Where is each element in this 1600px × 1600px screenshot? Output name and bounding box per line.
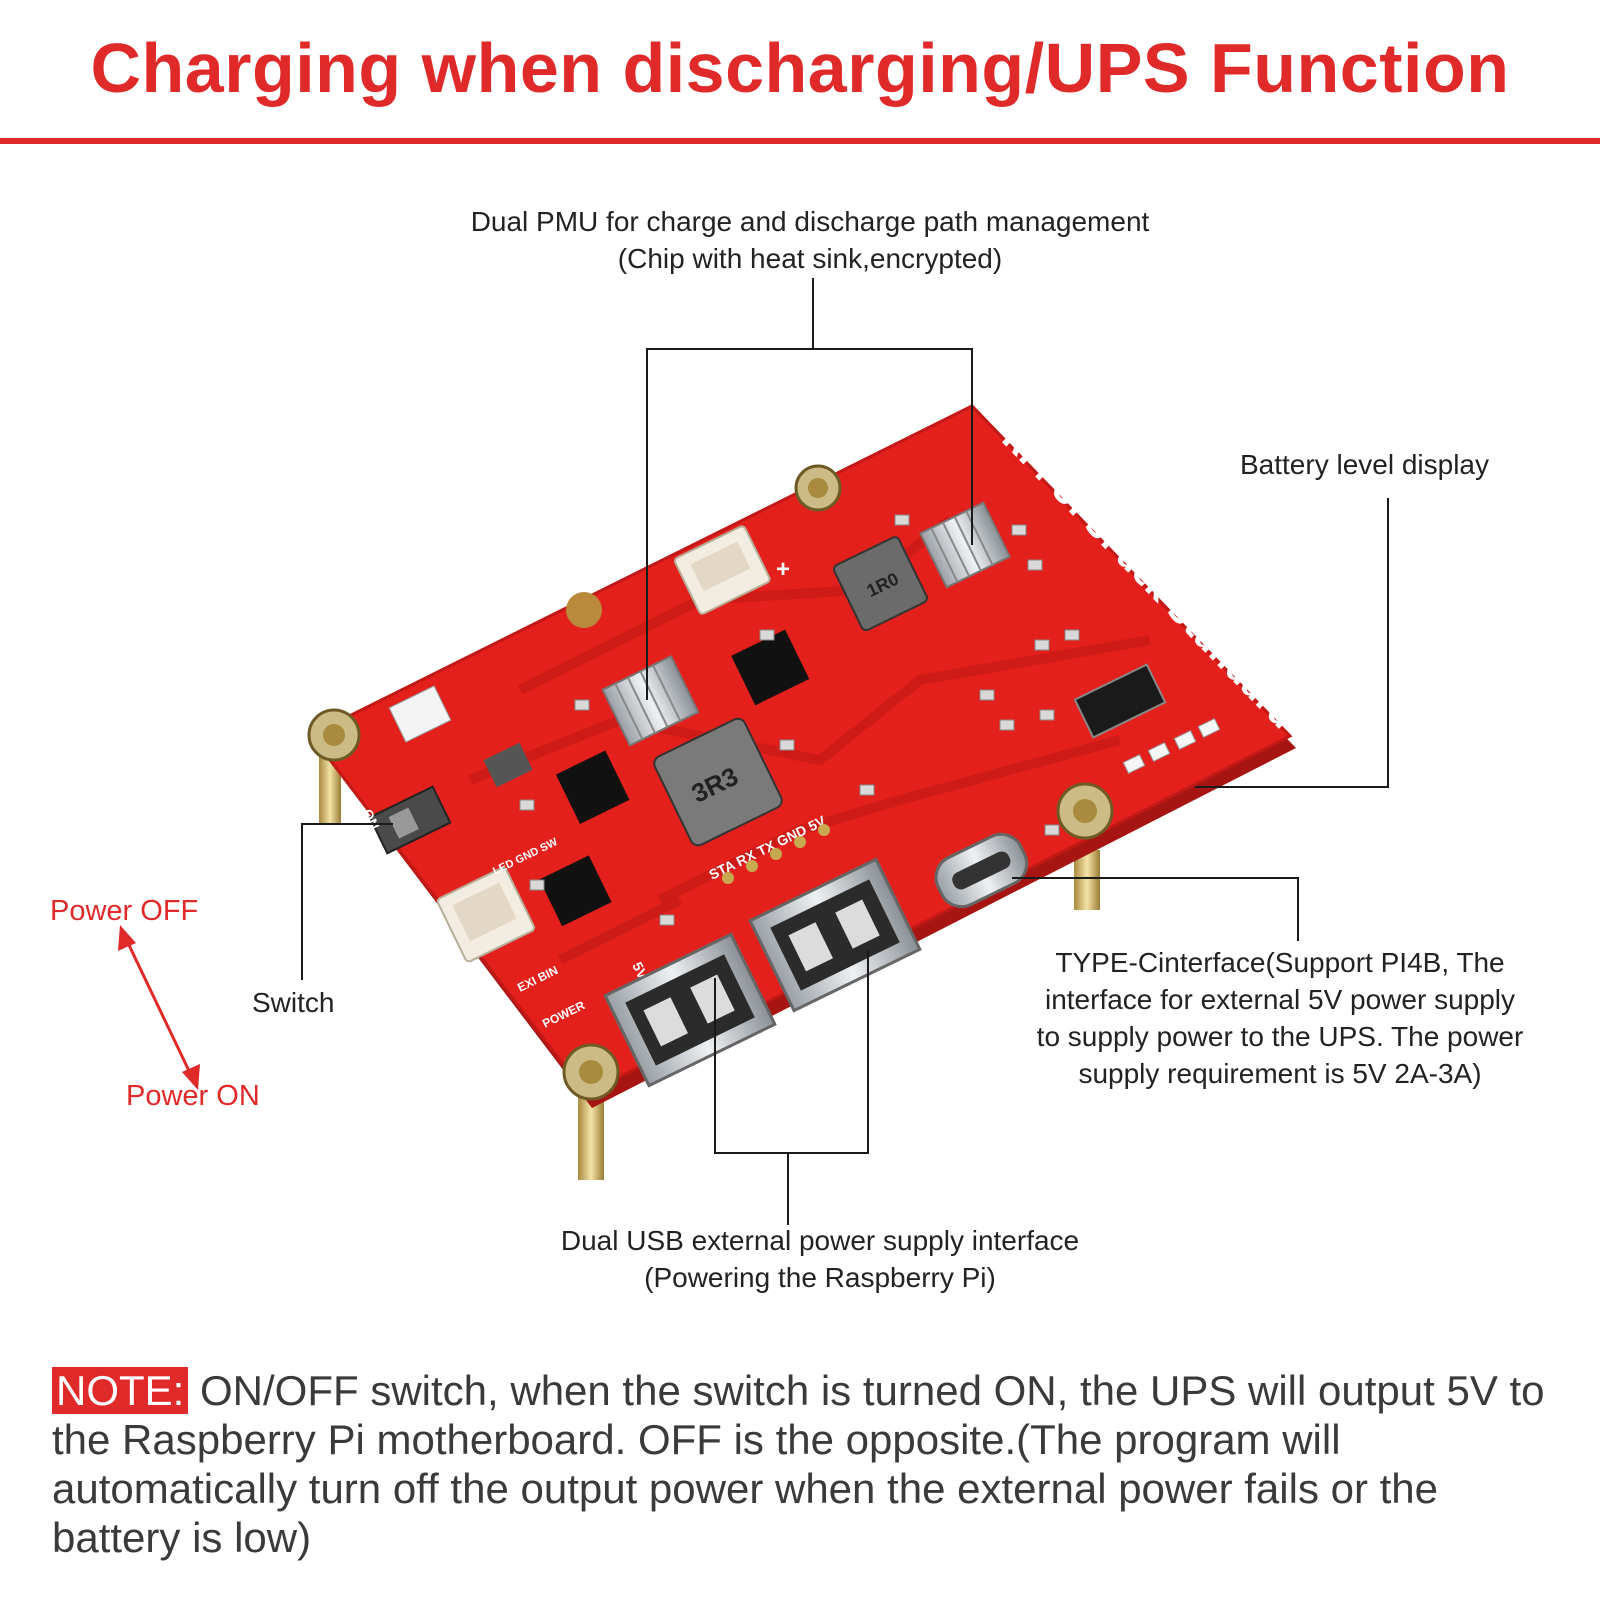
ic-chip (555, 750, 630, 825)
pmu-callout: Dual PMU for charge and discharge path m… (410, 203, 1210, 277)
battery-connector (673, 525, 771, 615)
svg-text:+: + (776, 556, 790, 583)
ic-chip (731, 629, 810, 706)
inductor-3r3: 3R3 (653, 717, 783, 847)
heat-sink-top (919, 501, 1011, 589)
battery-callout: Battery level display (1240, 449, 1490, 480)
typec-callout-line4: supply requirement is 5V 2A-3A) (1078, 1058, 1482, 1089)
usb-port-2 (748, 857, 922, 1013)
ic-chip (539, 855, 612, 927)
title-divider (0, 138, 1600, 144)
typec-callout-line2: interface for external 5V power supply (1044, 984, 1516, 1015)
typec-callout-line1: TYPE-Cinterface(Support PI4B, The (1055, 947, 1505, 978)
capacitor (483, 742, 533, 788)
power-toggle-arrow (118, 925, 200, 1090)
note-tag: NOTE: (52, 1367, 189, 1414)
pmu-callout-line2: (Chip with heat sink,encrypted) (617, 243, 1003, 274)
inductor-1r0: 1R0 (833, 536, 928, 632)
slide-switch (368, 785, 452, 855)
usb-callout: Dual USB external power supply interface… (500, 1222, 1140, 1296)
callout-lines (301, 278, 1389, 1225)
usb-callout-line2: (Powering the Raspberry Pi) (644, 1262, 996, 1293)
typec-callout-line3: to supply power to the UPS. The power (1036, 1021, 1524, 1052)
power-off-label: Power OFF (50, 895, 199, 927)
note-text: ON/OFF switch, when the switch is turned… (52, 1367, 1545, 1561)
usb-port-1 (603, 932, 777, 1088)
mounting-screws (307, 464, 1114, 1101)
smd-components (519, 514, 1080, 926)
note-paragraph: NOTE: ON/OFF switch, when the switch is … (52, 1366, 1572, 1562)
pad (566, 592, 602, 628)
mcu-chip (1073, 663, 1167, 739)
led-window (388, 685, 452, 743)
heat-sink-mid (601, 655, 700, 747)
pcb-board (308, 404, 1293, 1096)
typec-callout: TYPE-Cinterface(Support PI4B, The interf… (995, 944, 1565, 1092)
page-title: Charging when discharging/UPS Function (90, 29, 1510, 107)
side-connector (436, 866, 536, 963)
pmu-callout-line1: Dual PMU for charge and discharge path m… (470, 206, 1150, 237)
usb-callout-line1: Dual USB external power supply interface (560, 1225, 1080, 1256)
power-on-label: Power ON (126, 1080, 260, 1112)
switch-callout: Switch (252, 987, 335, 1018)
type-c-port (934, 832, 1029, 909)
battery-level-leds (1122, 717, 1221, 775)
